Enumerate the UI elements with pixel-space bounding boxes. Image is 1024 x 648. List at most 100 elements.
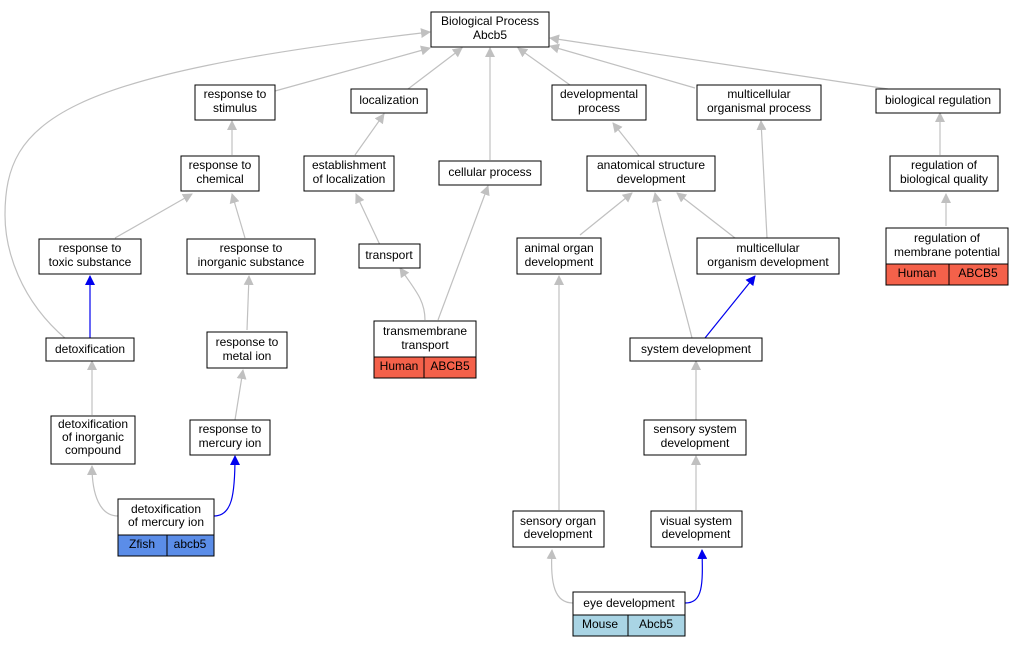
- edge-multicellular-dev-to-anatomical: [676, 192, 736, 239]
- node-label-line: Abcb5: [473, 28, 507, 42]
- node-response-to-metal-ion[interactable]: response to metal ion: [206, 331, 288, 369]
- node-label-line: eye development: [583, 596, 675, 610]
- node-label-line: organism development: [707, 255, 829, 269]
- node-response-to-chemical[interactable]: response to chemical: [180, 155, 260, 192]
- node-label-line: multicellular: [727, 87, 790, 101]
- node-label-line: compound: [65, 443, 121, 457]
- edge-detox-mercury-to-mercury-ion: [213, 455, 240, 517]
- edge-response-stimulus-to-root: [274, 45, 431, 92]
- node-label-line: development: [617, 172, 686, 186]
- node-detoxification-of-inorganic-compound[interactable]: detoxification of inorganic compound: [50, 415, 136, 465]
- gene-label: abcb5: [174, 537, 207, 551]
- gene-tag-abcb5: [627, 614, 686, 637]
- node-label-line: localization: [359, 93, 418, 107]
- node-label-line: response to: [59, 241, 122, 255]
- node-response-to-inorganic-substance[interactable]: response to inorganic substance: [186, 238, 316, 275]
- node-developmental-process[interactable]: developmental process: [551, 84, 647, 121]
- node-label-line: response to: [220, 241, 283, 255]
- node-label-line: of mercury ion: [128, 515, 204, 529]
- species-label: Zfish: [129, 537, 155, 551]
- node-label-line: animal organ: [524, 241, 593, 255]
- node-label-line: organismal process: [707, 101, 811, 115]
- node-biological-process-root[interactable]: Biological Process Abcb5: [430, 11, 550, 48]
- node-regulation-of-biological-quality[interactable]: regulation of biological quality: [889, 155, 999, 192]
- species-label: Human: [898, 266, 937, 280]
- gene-tag-abcb5: [166, 534, 215, 557]
- node-localization[interactable]: localization: [350, 88, 428, 114]
- node-cellular-process[interactable]: cellular process: [438, 160, 542, 186]
- node-animal-organ-development[interactable]: animal organ development: [516, 237, 602, 275]
- node-sensory-system-development[interactable]: sensory system development: [643, 419, 747, 456]
- node-label-line: detoxification: [58, 417, 128, 431]
- edge-eye-dev-to-sensory-organ: [546, 549, 574, 604]
- edge-animal-organ-to-anatomical: [579, 192, 633, 236]
- node-label-line: anatomical structure: [597, 158, 705, 172]
- species-label: Mouse: [582, 617, 618, 631]
- node-label-line: system development: [641, 342, 752, 356]
- edge-transport-to-establishment: [355, 193, 381, 246]
- gene-tag-abcb5: [423, 356, 477, 379]
- node-label-line: regulation of: [914, 231, 981, 245]
- node-regulation-of-membrane-potential[interactable]: regulation of membrane potential Human A…: [885, 227, 1009, 286]
- edge-layer: [4, 28, 951, 604]
- gene-label: ABCB5: [958, 266, 998, 280]
- edge-localization-to-root: [407, 47, 463, 90]
- node-biological-regulation[interactable]: biological regulation: [875, 88, 1001, 114]
- node-label-line: transport: [365, 248, 413, 262]
- node-label-line: chemical: [196, 172, 243, 186]
- node-response-to-stimulus[interactable]: response to stimulus: [194, 84, 276, 121]
- node-detoxification[interactable]: detoxification: [45, 337, 135, 362]
- edge-transmembrane-to-transport: [399, 267, 426, 321]
- node-visual-system-development[interactable]: visual system development: [650, 510, 743, 548]
- edge-multicellular-process-to-root: [549, 43, 696, 89]
- node-label-line: mercury ion: [199, 436, 262, 450]
- node-transmembrane-transport[interactable]: transmembrane transport Human ABCB5: [373, 320, 477, 379]
- node-response-to-toxic-substance[interactable]: response to toxic substance: [38, 238, 142, 275]
- node-label-line: development: [662, 527, 731, 541]
- edge-transmembrane-to-cellular-process: [437, 185, 490, 321]
- node-sensory-organ-development[interactable]: sensory organ development: [512, 510, 605, 548]
- node-detoxification-of-mercury-ion[interactable]: detoxification of mercury ion Zfish abcb…: [117, 498, 215, 557]
- edge-system-dev-to-multicellular-dev: [704, 275, 756, 339]
- node-layer: Biological Process Abcb5 response to sti…: [38, 11, 1009, 637]
- node-label-line: of localization: [313, 172, 386, 186]
- node-multicellular-organismal-process[interactable]: multicellular organismal process: [696, 84, 822, 121]
- node-response-to-mercury-ion[interactable]: response to mercury ion: [189, 419, 271, 456]
- node-eye-development[interactable]: eye development Mouse Abcb5: [572, 591, 686, 637]
- node-label-line: response to: [204, 87, 267, 101]
- node-label-line: development: [525, 255, 594, 269]
- node-label-line: cellular process: [448, 165, 531, 179]
- node-label-line: biological quality: [900, 172, 988, 186]
- gene-tag-abcb5: [948, 263, 1009, 286]
- gene-label: ABCB5: [430, 359, 470, 373]
- node-label-line: sensory system: [653, 422, 736, 436]
- edge-system-dev-to-anatomical: [651, 192, 693, 339]
- edge-metal-ion-to-inorganic: [243, 275, 254, 331]
- node-label-line: visual system: [660, 514, 732, 528]
- node-label-line: sensory organ: [520, 514, 596, 528]
- edge-mercury-ion-to-metal-ion: [234, 369, 247, 421]
- node-label-line: of inorganic: [62, 430, 124, 444]
- edge-anatomical-to-developmental: [612, 122, 641, 158]
- node-multicellular-organism-development[interactable]: multicellular organism development: [696, 237, 840, 275]
- node-anatomical-structure-development[interactable]: anatomical structure development: [586, 155, 716, 192]
- node-transport[interactable]: transport: [358, 243, 421, 269]
- node-establishment-of-localization[interactable]: establishment of localization: [303, 155, 395, 192]
- node-system-development[interactable]: system development: [629, 337, 763, 362]
- node-label-line: membrane potential: [894, 245, 1000, 259]
- node-label-line: biological regulation: [885, 93, 991, 107]
- node-label-line: detoxification: [55, 342, 125, 356]
- edge-multicellular-dev-to-multicellular-process: [756, 120, 768, 239]
- edge-toxic-to-response-chemical: [114, 193, 193, 239]
- edge-inorganic-to-response-chemical: [229, 193, 246, 239]
- species-label: Human: [380, 359, 419, 373]
- node-label-line: transmembrane: [383, 324, 467, 338]
- node-label-line: transport: [401, 338, 449, 352]
- node-label-line: regulation of: [911, 158, 978, 172]
- node-label-line: establishment: [312, 158, 387, 172]
- node-label-line: toxic substance: [49, 255, 132, 269]
- node-label-line: developmental: [560, 87, 638, 101]
- node-label-line: response to: [189, 158, 252, 172]
- edge-developmental-to-root: [517, 47, 571, 86]
